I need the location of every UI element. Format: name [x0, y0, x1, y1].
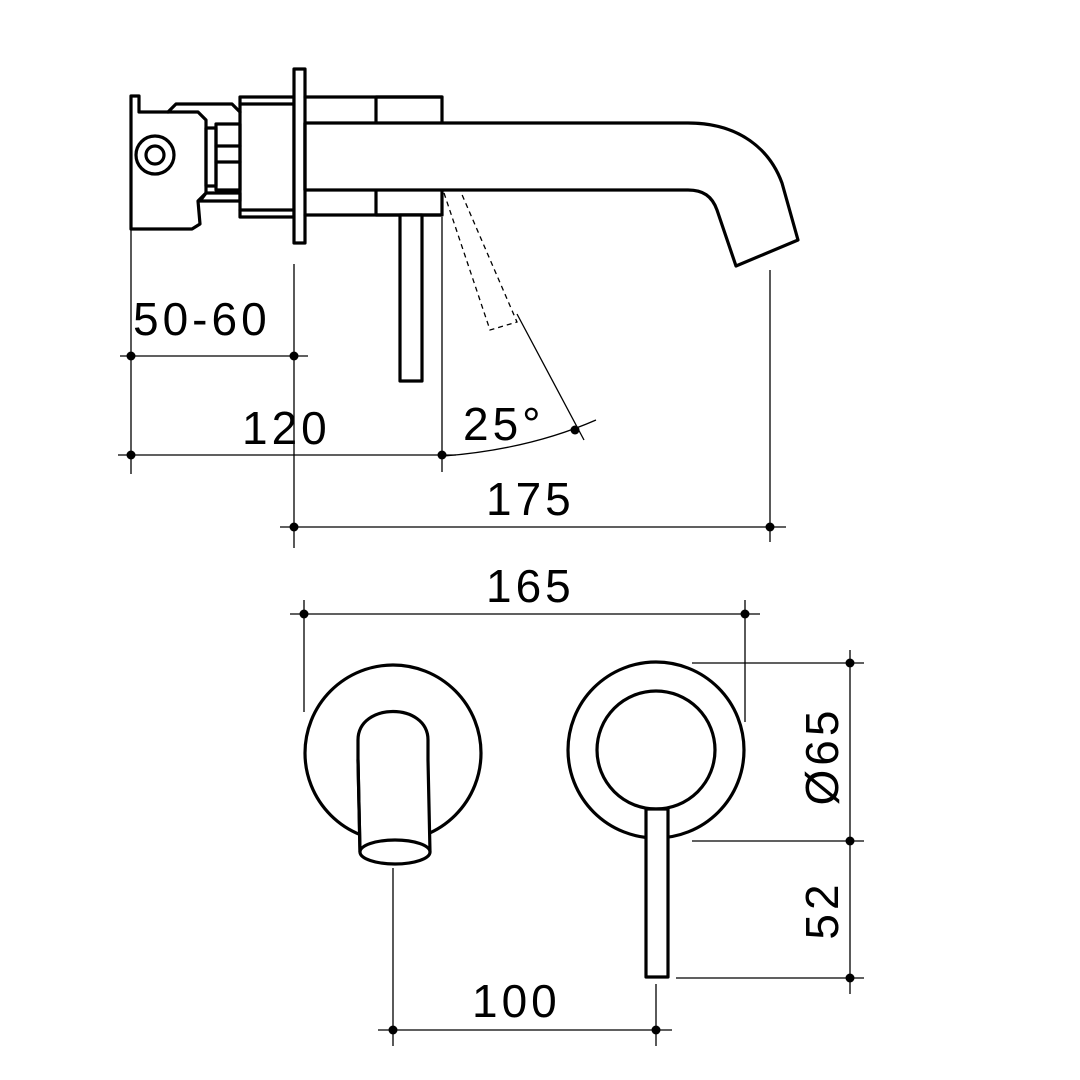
dim-label-handle-drop: 52 — [796, 880, 848, 939]
bracket-knob-outer — [134, 134, 176, 176]
bracket-base — [198, 191, 242, 203]
bracket-top-plate — [166, 102, 242, 114]
spout-side — [303, 121, 800, 268]
spout-outlet — [358, 838, 432, 866]
bracket-knob-inner — [144, 144, 166, 166]
wall-plate-side — [292, 67, 307, 245]
lever-side — [398, 213, 424, 383]
dim-label-spout-projection: 175 — [486, 473, 575, 525]
dimension-lines-side — [118, 217, 786, 548]
dim-label-overall-width: 165 — [486, 560, 575, 612]
spout-front — [356, 710, 432, 854]
valve-body — [238, 95, 296, 219]
dim-label-centres: 100 — [472, 975, 561, 1027]
handle-hub-front — [595, 689, 717, 811]
mounting-bracket — [129, 94, 208, 231]
dim-label-wall-depth: 50-60 — [133, 293, 271, 345]
dim-label-spout-angle: 25° — [463, 398, 545, 450]
connector-body — [214, 122, 242, 192]
side-elevation: 50-60 120 25° 175 — [118, 67, 800, 548]
dim-label-plate-diameter: Ø65 — [796, 707, 848, 806]
lever-rotated-outline — [443, 189, 518, 331]
lever-front — [644, 807, 670, 979]
dimension-lines-front — [290, 600, 864, 1046]
front-elevation: 165 Ø65 52 100 — [290, 560, 864, 1046]
dim-label-handle-offset: 120 — [242, 402, 331, 454]
